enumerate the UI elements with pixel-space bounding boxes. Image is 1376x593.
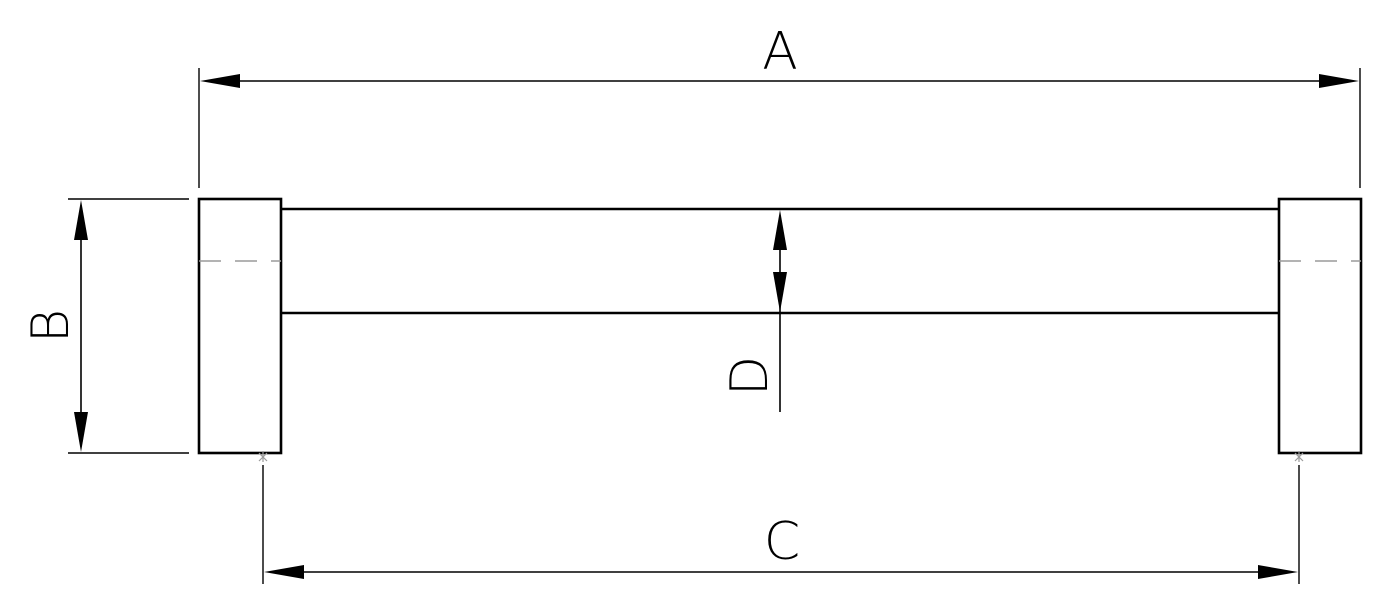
dimension-label-a: A	[762, 22, 798, 82]
arrowhead-c-left	[264, 565, 304, 579]
dimension-label-b: B	[21, 309, 81, 343]
right-post	[1277, 197, 1363, 462]
dimension-label-c: C	[764, 512, 800, 572]
arrowhead-a-right	[1319, 74, 1359, 88]
dimension-label-d: D	[720, 356, 780, 396]
arrowhead-d-top	[773, 210, 787, 250]
arrowhead-a-left	[200, 74, 240, 88]
left-post	[197, 197, 283, 462]
arrowhead-d-bottom	[773, 272, 787, 312]
right-post-center-mark	[1294, 451, 1304, 462]
arrowhead-b-bottom	[74, 412, 88, 452]
arrowhead-c-right	[1258, 565, 1298, 579]
dimension-b: B	[21, 198, 189, 454]
arrowhead-b-top	[74, 200, 88, 240]
right-post-outline	[1277, 197, 1363, 455]
left-post-outline	[197, 197, 283, 455]
left-post-center-mark	[258, 451, 268, 462]
dimension-a: A	[198, 22, 1361, 188]
dimension-c: C	[262, 465, 1300, 584]
dimension-d: D	[720, 210, 787, 412]
